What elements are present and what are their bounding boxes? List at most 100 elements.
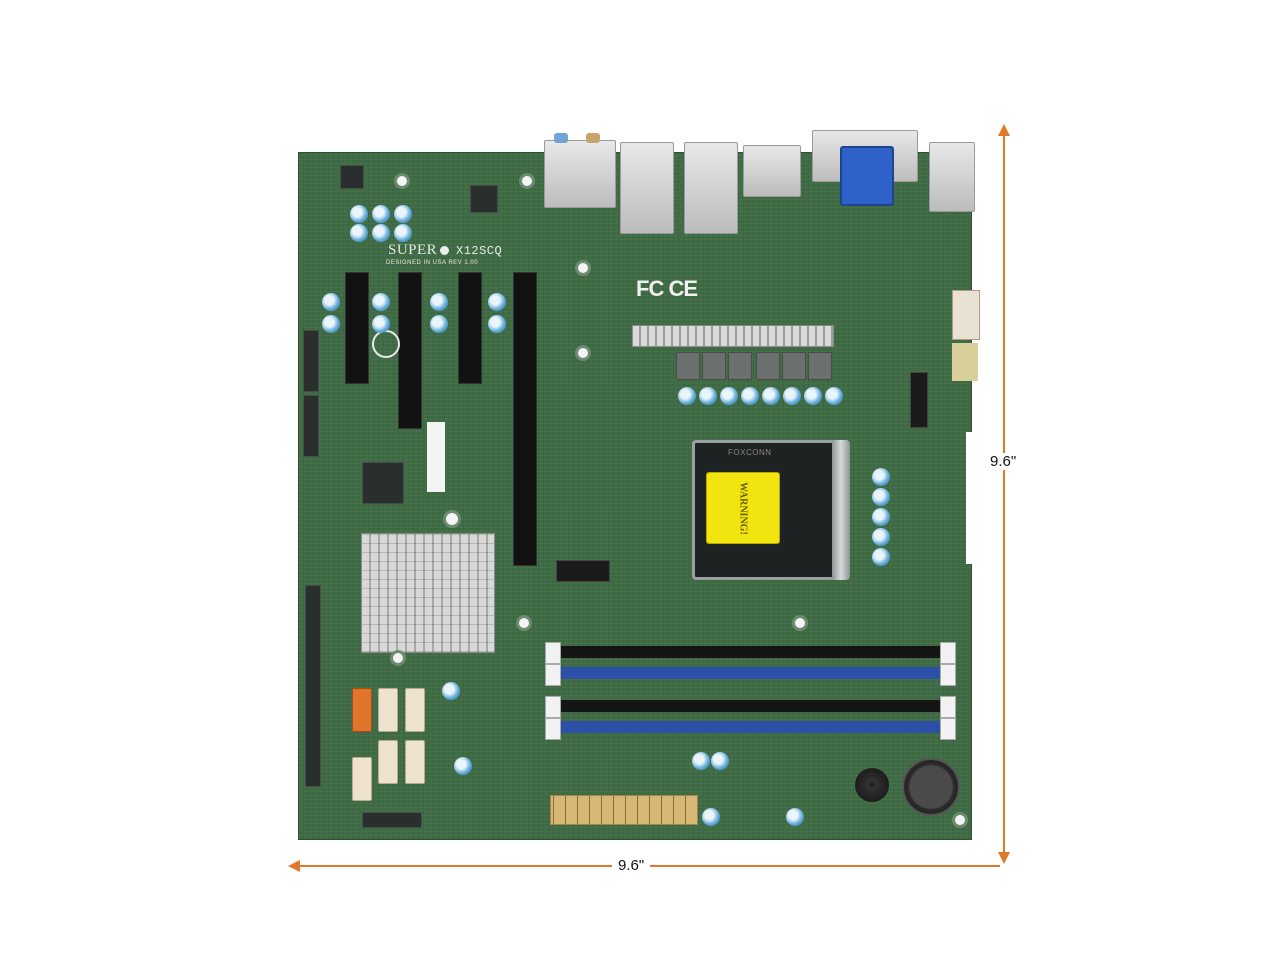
capacitor [442, 682, 460, 700]
arrow-up-icon [998, 124, 1010, 136]
capacitor [372, 315, 390, 333]
capacitor [711, 752, 729, 770]
pcie-slot-1 [345, 272, 369, 384]
vrm-choke [808, 352, 832, 380]
audio-jack-tan [586, 133, 600, 143]
dimm-latch [940, 696, 956, 718]
capacitor [699, 387, 717, 405]
bmc-chip [362, 462, 404, 504]
vrm-choke [728, 352, 752, 380]
header-pins [303, 395, 319, 457]
capacitor [702, 808, 720, 826]
mounting-hole [792, 615, 808, 631]
vrm-choke [702, 352, 726, 380]
capacitor [692, 752, 710, 770]
pcie-slot-4 [513, 272, 537, 566]
atx-24pin-connector [550, 795, 698, 825]
dimm-latch [545, 718, 561, 740]
capacitor [872, 528, 890, 546]
controller-chip [470, 185, 498, 213]
sata-port [378, 688, 398, 732]
sata-port [405, 688, 425, 732]
pcie-slot-3 [458, 272, 482, 384]
vrm-choke [756, 352, 780, 380]
usb-stack-2 [684, 142, 738, 234]
capacitor [872, 488, 890, 506]
dimm-latch [545, 696, 561, 718]
mounting-hole [443, 510, 461, 528]
capacitor [430, 315, 448, 333]
capacitor [372, 293, 390, 311]
dimm-slot-3 [560, 700, 940, 712]
board-notch [966, 432, 974, 564]
capacitor [488, 315, 506, 333]
capacitor [430, 293, 448, 311]
capacitor [322, 293, 340, 311]
capacitor [762, 387, 780, 405]
sticker [952, 343, 978, 381]
dimm-slot-4 [560, 721, 940, 733]
mounting-hole [952, 812, 968, 828]
front-panel-header [305, 585, 321, 787]
mounting-hole [519, 173, 535, 189]
mounting-hole [575, 345, 591, 361]
mounting-hole [394, 173, 410, 189]
capacitor [322, 315, 340, 333]
capacitor [678, 387, 696, 405]
lan-port [743, 145, 801, 197]
io-chip [340, 165, 364, 189]
capacitor [783, 387, 801, 405]
arrow-down-icon [998, 852, 1010, 864]
model-label: X12SCQ [456, 244, 503, 258]
dimm-latch [545, 642, 561, 664]
header-pins [303, 330, 319, 392]
capacitor [872, 468, 890, 486]
capacitor [804, 387, 822, 405]
capacitor [488, 293, 506, 311]
capacitor [350, 205, 368, 223]
capacitor [350, 224, 368, 242]
brand-logo-dot [440, 246, 449, 255]
mounting-hole [390, 650, 406, 666]
dimm-slot-2 [560, 667, 940, 679]
pcie-slot-2 [398, 272, 422, 429]
dimm-latch [940, 664, 956, 686]
capacitor [741, 387, 759, 405]
designed-in-label: DESIGNED IN USA REV 1.00 [386, 260, 479, 266]
brand-logo: SUPER [388, 242, 438, 258]
socket-vendor: FOXCONN [728, 448, 772, 457]
audio-jacks [544, 140, 616, 208]
header-pins [362, 812, 422, 828]
dimm-latch [545, 664, 561, 686]
dimm-slot-1 [560, 646, 940, 658]
height-dimension-line [1003, 132, 1005, 860]
vrm-choke [676, 352, 700, 380]
m2-slot [556, 560, 610, 582]
pcie-release-icon [372, 330, 400, 358]
capacitor [372, 205, 390, 223]
sata-port [352, 757, 372, 801]
buzzer [855, 768, 889, 802]
socket-lever [832, 440, 850, 580]
cpu-power-connector [952, 290, 980, 340]
cmos-battery [902, 758, 960, 816]
capacitor [394, 205, 412, 223]
height-dimension-label: 9.6" [984, 453, 1023, 470]
mounting-hole [575, 260, 591, 276]
dimm-latch [940, 718, 956, 740]
sata-port [405, 740, 425, 784]
dp-usb-stack [929, 142, 975, 212]
capacitor [394, 224, 412, 242]
vrm-heatsink [632, 325, 834, 347]
capacitor [454, 757, 472, 775]
white-label [427, 422, 445, 492]
usb-stack-1 [620, 142, 674, 234]
chipset-heatsink [361, 533, 495, 653]
mounting-hole [516, 615, 532, 631]
width-dimension-label: 9.6" [612, 857, 651, 874]
capacitor [720, 387, 738, 405]
warning-sticker: WARNING! [706, 472, 780, 544]
arrow-left-icon [288, 860, 300, 872]
m2-slot [910, 372, 928, 428]
capacitor [372, 224, 390, 242]
